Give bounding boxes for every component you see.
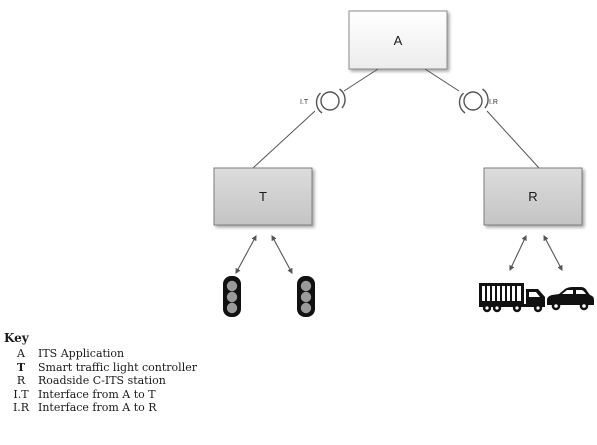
key-entry: R Roadside C-ITS station [4,374,197,388]
architecture-diagram: A I.T I.R T R [213,10,594,317]
arrow-r-to-car [543,235,563,271]
traffic-light-icon [223,276,241,317]
smart-traffic-light-controller-box-label: T [259,189,267,204]
arrow-t-to-traffic-light-1 [235,235,257,274]
arrow-r-to-truck [509,235,527,271]
connector-a-to-r [424,68,540,169]
application-box-label: A [394,33,403,48]
key-entry-term: R [16,374,26,388]
interface-a-to-t-symbol [315,88,346,114]
key-entry: T Smart traffic light controller [4,361,197,375]
traffic-light-icon [297,276,315,317]
key-entry-term: I.T [13,387,29,401]
roadside-station-box-label: R [528,189,537,204]
interface-a-to-t-label: I.T [300,99,309,106]
key-entry: I.T Interface from A to T [4,388,197,402]
key-entry-definition: Interface from A to R [38,401,157,415]
connector-a-to-t [252,68,379,169]
key-entry-definition: Interface from A to T [38,387,156,401]
key-entry-definition: Roadside C-ITS station [38,374,166,388]
interface-a-to-r-symbol [458,88,489,114]
car-icon [547,287,594,311]
key-entry-definition: Smart traffic light controller [38,360,197,374]
interface-a-to-r-label: I.R [489,99,498,106]
smart-traffic-light-controller-box: T [213,167,313,226]
key-entry-definition: ITS Application [38,347,125,360]
key-entry-term: I.R [12,401,30,415]
arrow-t-to-traffic-light-2 [271,235,293,274]
key-entry-term: T [16,360,26,374]
key-entry-term: A [17,347,25,360]
roadside-station-box: R [483,167,583,226]
truck-icon [479,283,545,313]
application-box: A [348,10,448,70]
key-legend: Key A ITS Application T Smart traffic li… [4,331,197,415]
key-entry: A ITS Application [4,347,197,361]
key-title: Key [4,331,29,345]
key-entry: I.R Interface from A to R [4,401,197,415]
